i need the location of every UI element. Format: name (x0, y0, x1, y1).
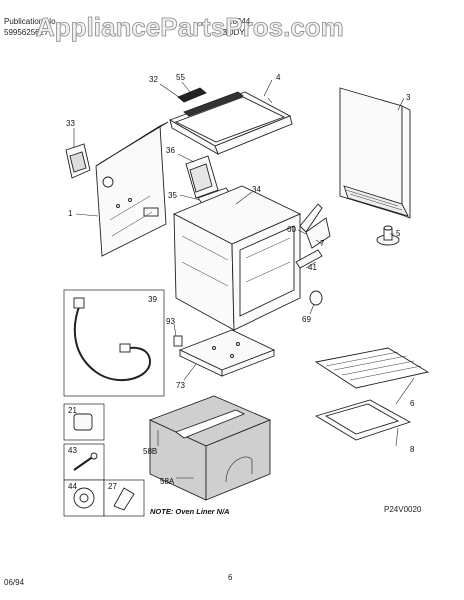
label-part-55[interactable]: 55 (176, 73, 185, 82)
label-part-8[interactable]: 8 (410, 445, 415, 454)
power-cord-box (63, 289, 165, 397)
section-title: BODY (222, 28, 245, 37)
label-part-27[interactable]: 27 (108, 482, 117, 491)
footer-page-number: 6 (228, 573, 233, 582)
label-part-69[interactable]: 69 (302, 315, 311, 324)
diagram-code: P24V0020 (384, 505, 422, 514)
part-box-43 (63, 443, 105, 481)
part-box-21 (63, 403, 105, 441)
side-panel (95, 121, 169, 257)
site-watermark: AppliancePartsPros.com (36, 12, 344, 42)
label-part-39[interactable]: 39 (148, 295, 157, 304)
label-part-6[interactable]: 6 (410, 399, 415, 408)
label-part-58a[interactable]: 58A (160, 477, 175, 486)
plug-button (309, 290, 323, 306)
publication-number: 5995625627 (4, 28, 49, 37)
label-part-5[interactable]: 5 (396, 229, 401, 238)
label-part-34[interactable]: 34 (252, 185, 261, 194)
label-part-93[interactable]: 93 (166, 317, 175, 326)
label-part-73[interactable]: 73 (176, 381, 185, 390)
oven-liner (148, 395, 272, 501)
label-part-4[interactable]: 4 (276, 73, 281, 82)
door-hinges (295, 203, 331, 269)
part-box-27 (103, 479, 145, 517)
oven-rack (314, 347, 430, 389)
model-number: 28044 (228, 17, 251, 26)
label-part-35[interactable]: 35 (168, 191, 177, 200)
leader-lines (73, 79, 415, 479)
label-part-60[interactable]: 60 (287, 225, 296, 234)
part-box-44 (63, 479, 105, 517)
label-part-1[interactable]: 1 (68, 209, 73, 218)
label-part-44[interactable]: 44 (68, 482, 77, 491)
label-part-21[interactable]: 21 (68, 406, 77, 415)
door-panel (339, 87, 411, 219)
small-clip (173, 335, 183, 347)
label-part-32[interactable]: 32 (149, 75, 158, 84)
top-frame-assembly (168, 87, 293, 156)
label-part-36[interactable]: 36 (166, 146, 175, 155)
label-part-41[interactable]: 41 (308, 263, 317, 272)
oven-liner-note: NOTE: Oven Liner N/A (150, 507, 230, 516)
footer-date: 06/94 (4, 578, 25, 587)
label-part-43[interactable]: 43 (68, 446, 77, 455)
label-part-33[interactable]: 33 (66, 119, 75, 128)
broiler-pan (314, 399, 412, 441)
main-oven-body (172, 185, 302, 331)
label-part-3[interactable]: 3 (406, 93, 411, 102)
vent-bracket (65, 143, 91, 179)
label-part-58b[interactable]: 58B (143, 447, 157, 456)
label-part-7[interactable]: 7 (320, 239, 325, 248)
publication-label: Publication No. (4, 17, 58, 26)
bottom-plate (178, 329, 276, 377)
